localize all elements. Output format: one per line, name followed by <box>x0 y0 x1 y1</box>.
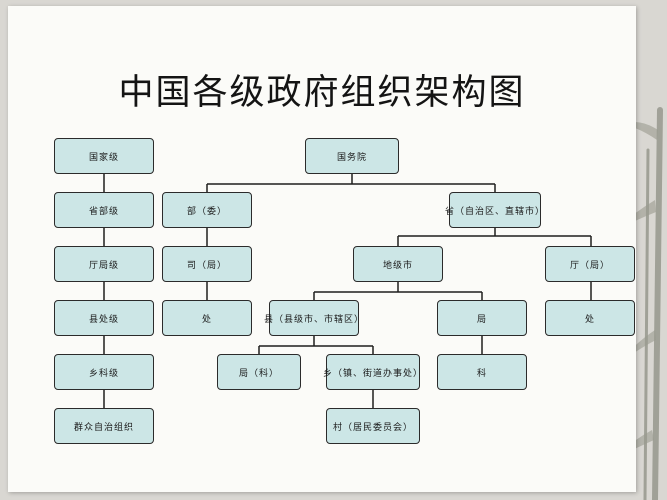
node-province: 省（自治区、直辖市） <box>445 192 544 228</box>
node-township: 乡（镇、街道办事处） <box>323 354 422 390</box>
node-prefecture-city: 地级市 <box>353 246 443 282</box>
level-box-county: 县处级 <box>54 300 154 336</box>
node-city-bureau: 局 <box>437 300 527 336</box>
node-ministry: 部（委） <box>162 192 252 228</box>
node-county-bureau: 局（科） <box>217 354 301 390</box>
node-village: 村（居民委员会） <box>326 408 420 444</box>
slide: 中国各级政府组织架构图 <box>8 6 636 492</box>
level-box-provincial: 省部级 <box>54 192 154 228</box>
level-box-national: 国家级 <box>54 138 154 174</box>
node-county: 县（县级市、市辖区） <box>264 300 363 336</box>
connector-lines <box>103 174 592 408</box>
node-department: 司（局） <box>162 246 252 282</box>
node-section: 科 <box>437 354 527 390</box>
node-state-council: 国务院 <box>305 138 399 174</box>
node-division-ministry: 处 <box>162 300 252 336</box>
level-box-township: 乡科级 <box>54 354 154 390</box>
node-provincial-bureau: 厅（局） <box>545 246 635 282</box>
node-division-provincial: 处 <box>545 300 635 336</box>
level-box-mass-autonomy: 群众自治组织 <box>54 408 154 444</box>
page-title: 中国各级政府组织架构图 <box>118 73 526 113</box>
level-box-bureau: 厅局级 <box>54 246 154 282</box>
